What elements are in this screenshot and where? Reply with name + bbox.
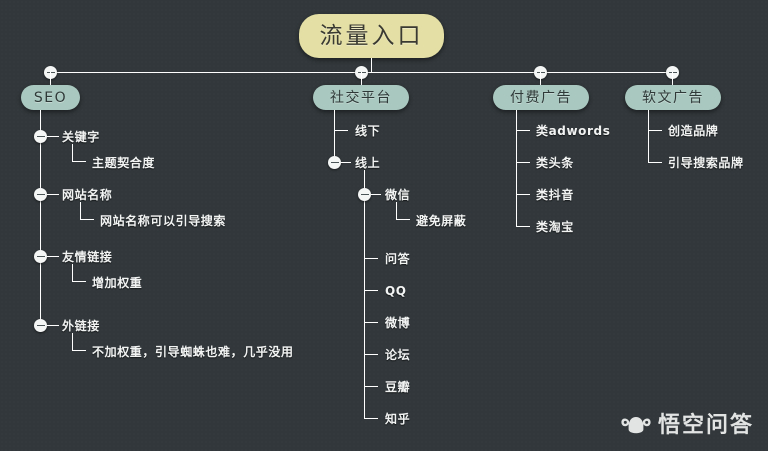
seo-subitem-topic-match[interactable]: 主题契合度 <box>92 156 156 170</box>
seo-stem <box>50 72 51 86</box>
taobao-connector <box>516 226 530 227</box>
seo-friendlink-sub-connector <box>72 264 86 282</box>
seo-subitem-backlink-note[interactable]: 不加权重，引导蜘蛛也难，几乎没用 <box>92 345 294 359</box>
douyin-connector <box>516 194 530 195</box>
social-item-online[interactable]: 线上 <box>355 156 381 170</box>
social-item-douban[interactable]: 豆瓣 <box>385 380 411 394</box>
social-item-weibo[interactable]: 微博 <box>385 316 411 330</box>
seo-backlink-sub-connector <box>72 333 86 351</box>
brand-connector <box>648 130 662 131</box>
seo-sitename-sub-connector <box>80 202 94 220</box>
search-brand-connector <box>648 162 662 163</box>
softad-stem <box>672 72 673 86</box>
toutiao-connector <box>516 162 530 163</box>
seo-keyword-connector <box>47 136 59 137</box>
social-item-wechat[interactable]: 微信 <box>385 188 411 202</box>
watermark: 悟空问答 <box>621 415 754 437</box>
paid-stem <box>540 72 541 86</box>
seo-keyword-sub-connector <box>72 144 86 162</box>
softad-item-search-brand[interactable]: 引导搜索品牌 <box>668 156 744 170</box>
social-item-zhihu[interactable]: 知乎 <box>385 412 411 426</box>
paid-item-douyin[interactable]: 类抖音 <box>536 188 574 202</box>
zhihu-connector <box>364 418 378 419</box>
seo-friendlink-connector <box>47 256 59 257</box>
root-node[interactable]: 流量入口 <box>299 14 444 58</box>
seo-item-keyword[interactable]: 关键字 <box>62 130 100 144</box>
seo-subitem-sitename-guides-search[interactable]: 网站名称可以引导搜索 <box>100 214 227 228</box>
paid-spine <box>516 110 517 226</box>
paid-item-adwords[interactable]: 类adwords <box>536 124 611 138</box>
adwords-connector <box>516 130 530 131</box>
seo-item-friendlink[interactable]: 友情链接 <box>62 250 113 264</box>
wukong-headband-icon <box>621 417 651 434</box>
collapse-knob-seo-friendlink[interactable] <box>34 250 47 263</box>
social-item-qq[interactable]: QQ <box>385 284 407 298</box>
seo-backlink-connector <box>47 325 59 326</box>
social-item-forum[interactable]: 论坛 <box>385 348 411 362</box>
branch-node-paid[interactable]: 付费广告 <box>493 85 589 110</box>
collapse-knob-seo-backlink[interactable] <box>34 319 47 332</box>
branch-node-seo[interactable]: SEO <box>21 85 80 110</box>
social-online-connector <box>341 162 351 163</box>
social-item-qa[interactable]: 问答 <box>385 252 411 266</box>
collapse-knob-seo-sitename[interactable] <box>34 188 47 201</box>
social-stem <box>361 72 362 86</box>
paid-item-toutiao[interactable]: 类头条 <box>536 156 574 170</box>
wechat-connector <box>371 194 381 195</box>
watermark-text: 悟空问答 <box>657 413 754 438</box>
social-online-spine <box>364 170 365 418</box>
collapse-knob-social-online[interactable] <box>328 156 341 169</box>
seo-item-sitename[interactable]: 网站名称 <box>62 188 113 202</box>
softad-spine <box>648 110 649 162</box>
collapse-knob-wechat[interactable] <box>358 188 371 201</box>
paid-item-taobao[interactable]: 类淘宝 <box>536 220 574 234</box>
wechat-sub-connector <box>396 202 410 220</box>
branch-node-social[interactable]: 社交平台 <box>313 85 409 110</box>
social-spine <box>334 110 335 166</box>
branch-node-softad[interactable]: 软文广告 <box>625 85 721 110</box>
social-offline-connector <box>334 130 348 131</box>
qa-connector <box>364 258 378 259</box>
root-stem <box>371 58 372 72</box>
douban-connector <box>364 386 378 387</box>
weibo-connector <box>364 322 378 323</box>
forum-connector <box>364 354 378 355</box>
social-subitem-avoid-block[interactable]: 避免屏蔽 <box>416 214 467 228</box>
seo-item-backlink[interactable]: 外链接 <box>62 319 100 333</box>
seo-subitem-increase-weight[interactable]: 增加权重 <box>92 276 143 290</box>
seo-sitename-connector <box>47 194 59 195</box>
collapse-knob-seo-keyword[interactable] <box>34 130 47 143</box>
softad-item-create-brand[interactable]: 创造品牌 <box>668 124 719 138</box>
qq-connector <box>364 290 378 291</box>
seo-spine <box>40 110 41 332</box>
social-item-offline[interactable]: 线下 <box>355 124 381 138</box>
